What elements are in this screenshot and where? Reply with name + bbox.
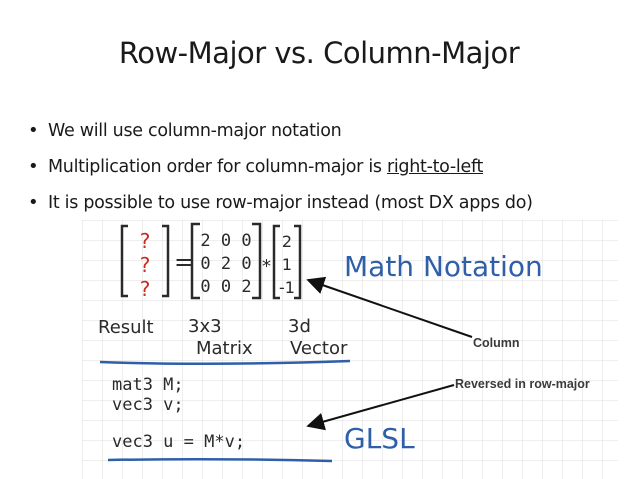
vector-bracket-right <box>294 224 302 300</box>
matrix-row: 0 2 0 <box>200 254 251 274</box>
matrix-size-label: 3x3 <box>188 316 222 337</box>
glsl-label: GLSL <box>344 422 415 455</box>
result-entry: ? <box>140 253 151 277</box>
result-entry: ? <box>140 229 151 253</box>
multiply-sign: * <box>262 256 271 277</box>
right-to-left-link[interactable]: right-to-left <box>386 157 484 177</box>
vector-entry: 2 <box>282 232 292 251</box>
slide-title: Row-Major vs. Column-Major <box>118 36 520 70</box>
vector-bracket-left <box>272 224 280 300</box>
matrix-label: Matrix <box>196 338 253 359</box>
equals-sign: = <box>174 248 194 276</box>
code-line: mat3 M; <box>112 375 184 395</box>
bullet-item: Multiplication order for column-major is… <box>28 149 533 185</box>
figure-drawing: ? ? ? = 2 0 0 0 2 0 0 0 2 * 2 1 -1 M <box>82 220 618 479</box>
result-bracket-right <box>162 224 170 298</box>
result-bracket-left <box>120 224 128 298</box>
column-arrow <box>306 276 473 338</box>
glsl-code-line: vec3 u = M*v; <box>112 432 245 452</box>
matrix-row: 0 0 2 <box>200 277 251 297</box>
math-notation-label: Math Notation <box>344 250 543 283</box>
column-callout: Column <box>473 336 520 350</box>
divider-line <box>99 359 351 366</box>
vector-entry: -1 <box>279 278 295 297</box>
result-entry: ? <box>140 277 151 301</box>
bullet-text: Multiplication order for column-major is <box>48 157 387 177</box>
bullet-text: We will use column-major notation <box>48 121 342 141</box>
bullet-list: We will use column-major notation Multip… <box>28 113 533 221</box>
vector-size-label: 3d <box>288 316 311 337</box>
bullet-text: It is possible to use row-major instead … <box>48 193 533 213</box>
result-label: Result <box>98 317 154 338</box>
vector-label: Vector <box>290 338 348 359</box>
underline <box>107 457 333 463</box>
bullet-item: We will use column-major notation <box>28 113 533 149</box>
bullet-item: It is possible to use row-major instead … <box>28 185 533 221</box>
handwritten-figure: ? ? ? = 2 0 0 0 2 0 0 0 2 * 2 1 -1 M <box>82 220 618 479</box>
matrix-row: 2 0 0 <box>200 231 251 251</box>
reversed-callout: Reversed in row-major <box>455 377 590 391</box>
vector-entry: 1 <box>282 255 292 274</box>
matrix-bracket-left <box>190 222 200 300</box>
reversed-arrow <box>306 384 455 431</box>
code-line: vec3 v; <box>112 395 184 415</box>
grid-background <box>82 220 618 479</box>
matrix-bracket-right <box>252 222 262 300</box>
